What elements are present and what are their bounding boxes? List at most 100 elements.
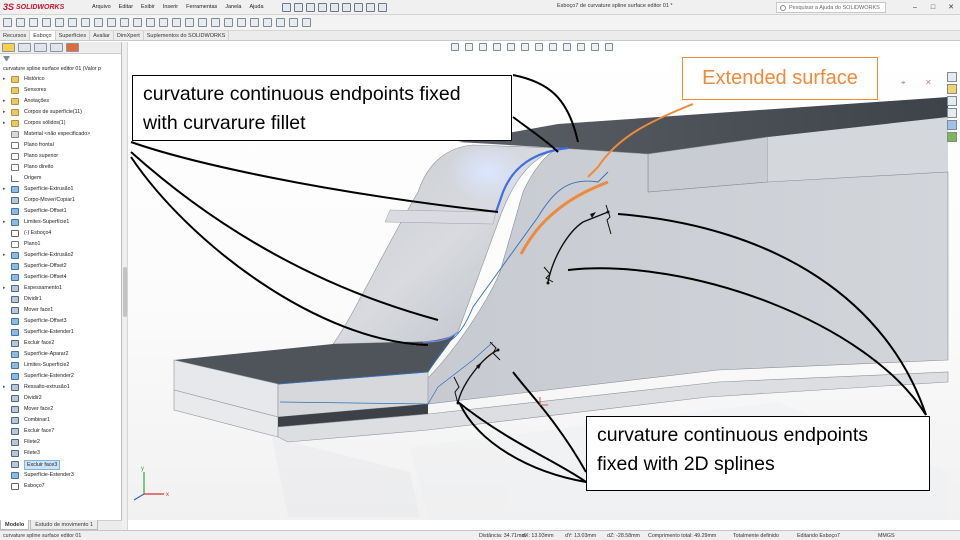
tree-item[interactable]: ▸Superfície-Extrusão1 [0, 184, 121, 195]
close-icon[interactable]: ✕ [948, 4, 954, 11]
tree-item[interactable]: Filete2 [0, 437, 121, 448]
expand-arrow-icon[interactable]: ▸ [3, 252, 6, 258]
tree-filter[interactable] [0, 54, 121, 65]
rectangle-icon[interactable] [42, 18, 51, 27]
rebuild-icon[interactable] [365, 2, 375, 12]
resources-icon[interactable] [947, 72, 957, 82]
appearances-icon[interactable] [947, 120, 957, 130]
expand-arrow-icon[interactable]: ▸ [3, 285, 6, 291]
tree-item[interactable]: Mover face1 [0, 305, 121, 316]
arc-icon[interactable] [68, 18, 77, 27]
zoom-to-area-icon[interactable] [465, 43, 473, 51]
maximize-icon[interactable]: □ [930, 4, 936, 11]
polygon-icon[interactable] [120, 18, 129, 27]
new-document-icon[interactable] [293, 2, 303, 12]
feature-manager-tab-icon[interactable] [2, 43, 15, 52]
dynamic-annotation-icon[interactable] [507, 43, 515, 51]
tree-item[interactable]: (-) Esboço4 [0, 228, 121, 239]
tree-item[interactable]: Dividir2 [0, 393, 121, 404]
tree-item[interactable]: ▸Superfície-Extrusão2 [0, 250, 121, 261]
spline-icon[interactable] [81, 18, 90, 27]
tree-item[interactable]: Superfície-Offset2 [0, 261, 121, 272]
options-icon[interactable] [377, 2, 387, 12]
menu-item-ferramentas[interactable]: Ferramentas [186, 4, 218, 10]
open-icon[interactable] [305, 2, 315, 12]
tree-item[interactable]: Material <não especificado> [0, 129, 121, 140]
trim-icon[interactable] [159, 18, 168, 27]
undo-icon[interactable] [341, 2, 351, 12]
text-icon[interactable] [133, 18, 142, 27]
tree-item[interactable]: Superfície-Estender2 [0, 371, 121, 382]
tab-suplementos[interactable]: Suplementos do SOLIDWORKS [144, 31, 230, 40]
section-view-icon[interactable] [493, 43, 501, 51]
view-palette-icon[interactable] [947, 108, 957, 118]
minimize-icon[interactable]: – [913, 4, 917, 11]
panel-scrollbar[interactable] [122, 42, 128, 530]
tab-estudo-movimento[interactable]: Estudo de movimento 1 [30, 520, 99, 530]
mirror-icon[interactable] [198, 18, 207, 27]
quick-snaps-icon[interactable] [263, 18, 272, 27]
tree-item[interactable]: Origem [0, 173, 121, 184]
tree-item[interactable]: Dividir1 [0, 294, 121, 305]
rapid-sketch-icon[interactable] [276, 18, 285, 27]
custom-properties-icon[interactable] [947, 132, 957, 142]
view-settings-icon[interactable] [591, 43, 599, 51]
tab-avaliar[interactable]: Avaliar [90, 31, 114, 40]
tree-item[interactable]: Plano1 [0, 239, 121, 250]
move-entities-icon[interactable] [224, 18, 233, 27]
tab-recursos[interactable]: Recursos [0, 31, 31, 40]
tree-item[interactable]: Plano frontal [0, 140, 121, 151]
tree-item[interactable]: Mover face2 [0, 404, 121, 415]
menu-item-ajuda[interactable]: Ajuda [249, 4, 264, 10]
point-icon[interactable] [146, 18, 155, 27]
tree-item[interactable]: Filete3 [0, 448, 121, 459]
tree-item[interactable]: Plano direito [0, 162, 121, 173]
display-style-icon[interactable] [535, 43, 543, 51]
tree-item[interactable]: Excluir face2 [0, 338, 121, 349]
menu-item-arquivo[interactable]: Arquivo [92, 4, 111, 10]
tree-item[interactable]: Limites-Superfície2 [0, 360, 121, 371]
monitor-icon[interactable] [605, 43, 613, 51]
display-manager-tab-icon[interactable] [66, 43, 79, 52]
expand-arrow-icon[interactable]: ▸ [3, 120, 6, 126]
convert-entities-icon[interactable] [172, 18, 181, 27]
menu-item-exibir[interactable]: Exibir [141, 4, 155, 10]
expand-arrow-icon[interactable]: ▸ [3, 186, 6, 192]
tree-root[interactable]: curvature spline surface editor 01 (Valo… [0, 65, 121, 74]
design-library-icon[interactable] [947, 84, 957, 94]
shaded-sketch-icon[interactable] [302, 18, 311, 27]
edit-appearance-icon[interactable] [563, 43, 571, 51]
solidworks-logo[interactable]: 3S SOLIDWORKS [0, 2, 88, 12]
expand-arrow-icon[interactable]: ▸ [3, 109, 6, 115]
tree-item[interactable]: ▸Corpos de superfície(11) [0, 107, 121, 118]
tree-item[interactable]: Superfície-Estender3 [0, 470, 121, 481]
line-icon[interactable] [29, 18, 38, 27]
tree-item[interactable]: ▸Ressalto-extrusão1 [0, 382, 121, 393]
view-orientation-icon[interactable] [521, 43, 529, 51]
tree-item[interactable]: Sensores [0, 85, 121, 96]
expand-arrow-icon[interactable]: ▸ [3, 219, 6, 225]
tab-modelo[interactable]: Modelo [0, 520, 30, 530]
linear-pattern-icon[interactable] [211, 18, 220, 27]
graphics-area[interactable]: ⌖ ✕ [128, 42, 960, 520]
hide-show-items-icon[interactable] [549, 43, 557, 51]
tree-item[interactable]: Superfície-Offset1 [0, 206, 121, 217]
tab-dimxpert[interactable]: DimXpert [114, 31, 144, 40]
smart-dimension-icon[interactable] [16, 18, 25, 27]
select-icon[interactable] [353, 2, 363, 12]
tree-item[interactable]: Corpo-Mover/Copiar1 [0, 195, 121, 206]
tree-item[interactable]: Excluir face3 [0, 459, 121, 470]
tab-superficies[interactable]: Superfícies [56, 31, 91, 40]
dimxpert-manager-tab-icon[interactable] [50, 43, 63, 52]
repair-sketch-icon[interactable] [250, 18, 259, 27]
expand-arrow-icon[interactable]: ▸ [3, 98, 6, 104]
instant2d-icon[interactable] [289, 18, 298, 27]
expand-arrow-icon[interactable]: ▸ [3, 76, 6, 82]
sketch-icon[interactable] [3, 18, 12, 27]
configuration-manager-tab-icon[interactable] [34, 43, 47, 52]
expand-arrow-icon[interactable]: ▸ [3, 384, 6, 390]
menu-item-inserir[interactable]: Inserir [162, 4, 179, 10]
apply-scene-icon[interactable] [577, 43, 585, 51]
circle-icon[interactable] [55, 18, 64, 27]
tree-item[interactable]: ▸Histórico [0, 74, 121, 85]
